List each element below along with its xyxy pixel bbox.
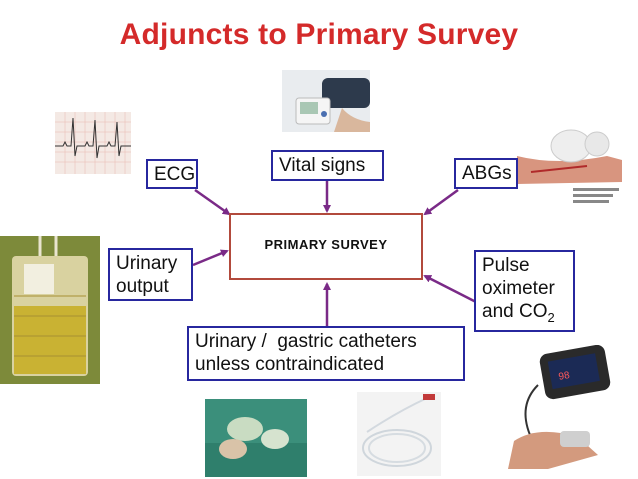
arrow-pulse-oximeter [423,274,477,304]
ecg-label: ECG [154,164,196,185]
pulse-oximeter-image: 98 [508,345,618,469]
ecg-box: ECG [146,159,198,189]
urine-bag-image [0,236,100,384]
arrow-ecg [194,188,231,216]
co2-text: and CO [482,301,548,322]
primary-survey-box: PRIMARY SURVEY [229,213,423,280]
arrow-abgs [423,188,459,216]
abgs-box: ABGs [454,158,518,189]
catheters-line-2: unless contraindicated [195,354,385,375]
pulse-oximeter-box: Pulse oximeter and CO2 [474,250,575,332]
ecg-strip-image [55,112,131,174]
urinary-output-box: Urinary output [108,248,193,301]
catheterisation-image [205,399,307,477]
co2-subscript: 2 [547,309,555,325]
urinary-output-line-2: output [116,276,169,297]
svg-text:98: 98 [558,370,571,383]
vital-signs-box: Vital signs [271,150,384,181]
pulse-oximeter-line-2: oximeter [482,278,555,299]
catheter-tubing-image [357,392,441,476]
abg-sample-image [517,126,622,206]
pulse-oximeter-line-1: Pulse [482,255,530,276]
vital-signs-label: Vital signs [279,155,366,176]
pulse-oximeter-line-3: and CO2 [482,300,567,329]
catheters-line-1: Urinary / gastric catheters [195,331,417,352]
arrow-urinary-output [192,249,229,267]
catheters-box: Urinary / gastric catheters unless contr… [187,326,465,381]
slide-title: Adjuncts to Primary Survey [119,18,519,51]
urinary-output-line-1: Urinary [116,253,178,274]
abgs-label: ABGs [462,163,512,184]
bp-monitor-image [282,70,370,132]
